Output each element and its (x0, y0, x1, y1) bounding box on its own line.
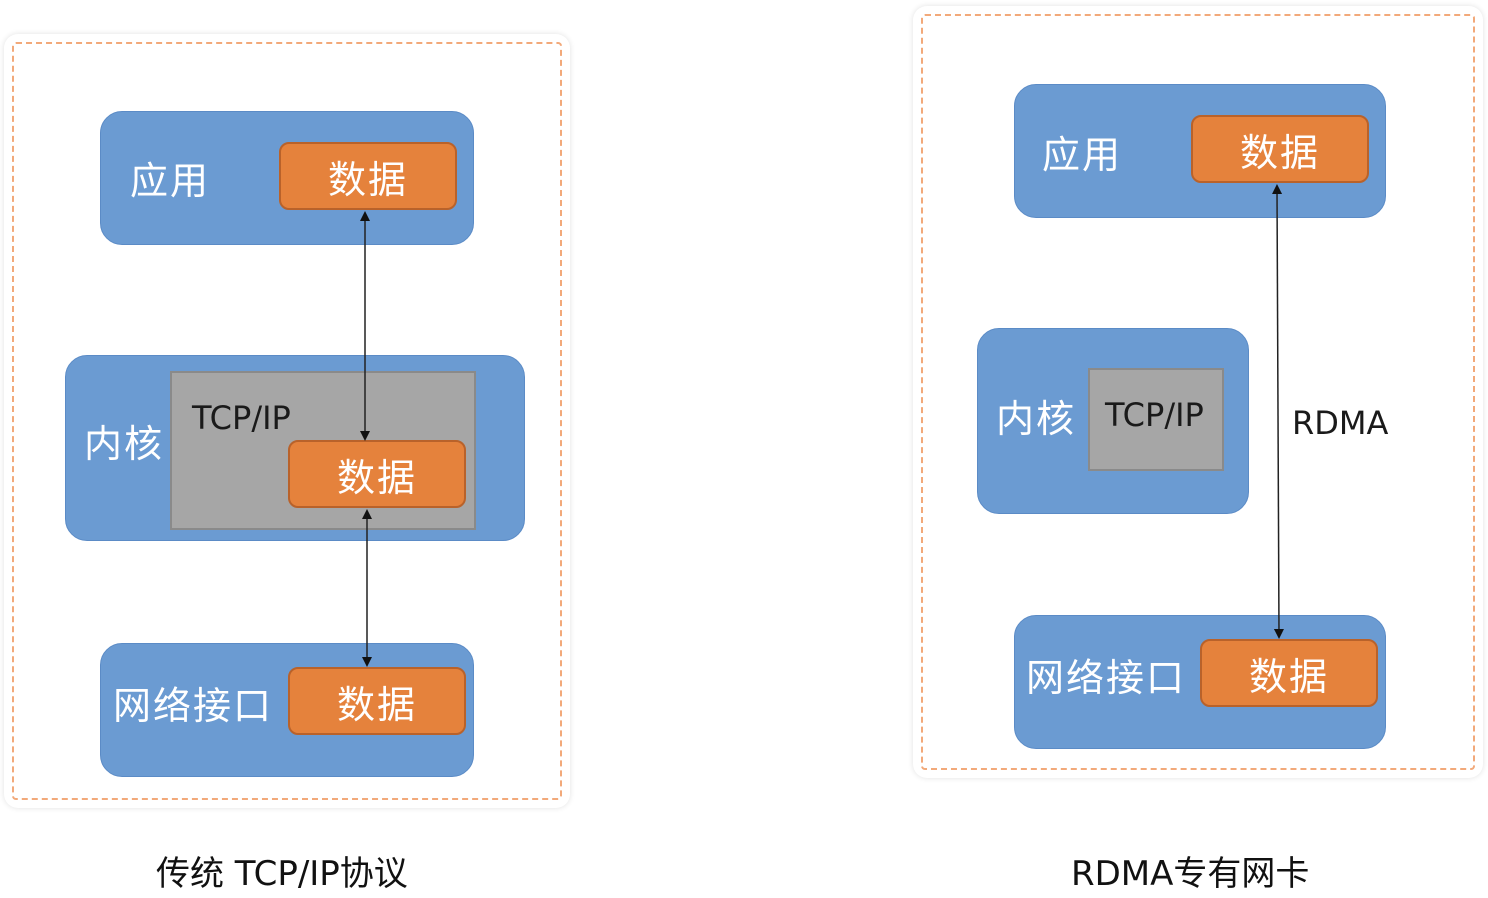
right-application-label: 应用 (1042, 133, 1123, 177)
left-kernel-data: 数据 (288, 440, 466, 508)
right-network-interface-data: 数据 (1200, 639, 1378, 707)
left-application-data: 数据 (279, 142, 457, 210)
right-application-data: 数据 (1191, 115, 1369, 183)
right-tcpip-stack (1088, 368, 1224, 471)
left-network-interface-label: 网络接口 (113, 684, 274, 728)
left-tcpip-label: TCP/IP (192, 399, 291, 437)
right-network-interface-label: 网络接口 (1026, 656, 1187, 700)
left-kernel-label: 内核 (84, 422, 165, 466)
right-caption: RDMA专有网卡 (1071, 854, 1310, 894)
left-network-interface-data: 数据 (288, 667, 466, 735)
right-tcpip-label: TCP/IP (1105, 396, 1204, 434)
right-kernel-label: 内核 (996, 397, 1077, 441)
right-rdma-arrow (1272, 184, 1284, 639)
panel-dashed-border (921, 14, 1475, 770)
rdma-label: RDMA (1292, 404, 1389, 442)
left-caption: 传统 TCP/IP协议 (156, 854, 408, 894)
left-application-label: 应用 (130, 159, 211, 203)
panel-dashed-border (12, 42, 562, 800)
